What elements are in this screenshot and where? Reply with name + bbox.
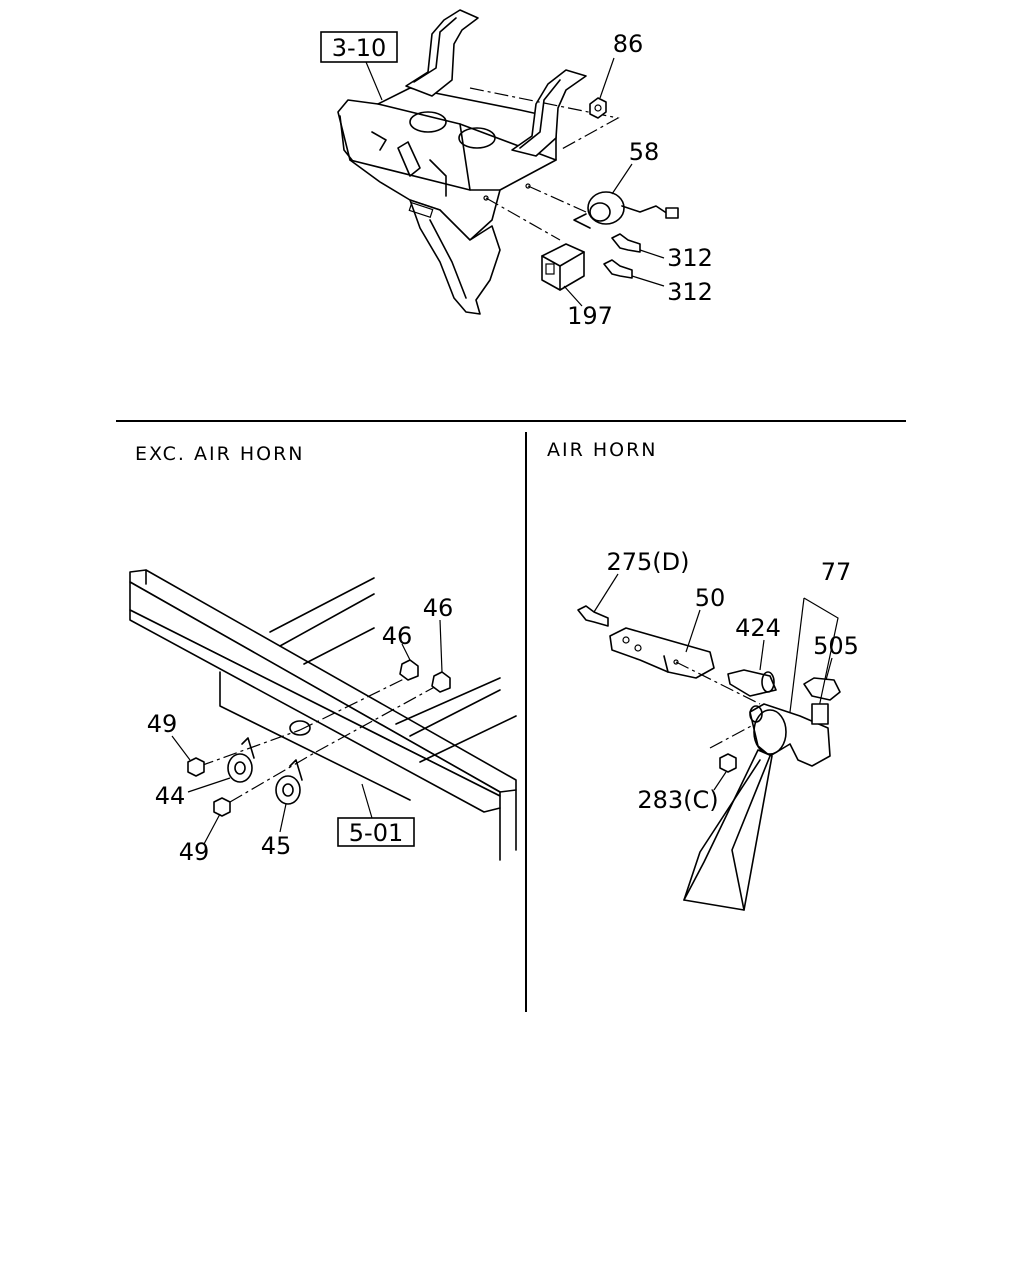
callout-46-left: 46 (382, 622, 413, 650)
part-49-nut-lower: 49 (179, 797, 231, 866)
part-275D-bolt: 275(D) (577, 548, 690, 627)
exc-air-horn-panel: EXC. AIR HORN 4 (129, 443, 517, 866)
air-horn-body (683, 703, 831, 911)
callout-283C: 283(C) (637, 786, 718, 814)
reference-box-3-10: 3-10 (320, 31, 398, 101)
part-283C-nut: 283(C) (637, 753, 737, 814)
part-197-relay: 197 (541, 243, 613, 330)
reference-box-5-01: 5-01 (337, 783, 415, 847)
top-assembly: 3-10 (320, 9, 713, 330)
part-49-nut-upper: 49 (147, 710, 205, 777)
part-46-bolt-right: 46 (423, 594, 454, 693)
frame-bracket (337, 9, 587, 315)
part-424-fitting: 424 (727, 614, 781, 697)
part-312-bolt-upper: 312 (611, 233, 713, 272)
part-50-bracket: 50 (609, 584, 726, 679)
part-45-horn: 45 (261, 759, 303, 860)
callout-58: 58 (629, 138, 660, 166)
part-312-bolt-lower: 312 (603, 259, 713, 306)
callout-312-upper: 312 (667, 244, 713, 272)
reference-label-3-10: 3-10 (332, 34, 386, 62)
part-46-bolt-left: 46 (382, 622, 419, 681)
part-44-horn: 44 (155, 737, 255, 810)
callout-275D: 275(D) (606, 548, 689, 576)
callout-45: 45 (261, 832, 292, 860)
frame-rail (129, 569, 517, 861)
callout-77: 77 (821, 558, 852, 586)
callout-46-right: 46 (423, 594, 454, 622)
callout-424: 424 (735, 614, 781, 642)
reference-label-5-01: 5-01 (349, 819, 403, 847)
section-title-exc-air-horn: EXC. AIR HORN (135, 443, 304, 465)
section-title-air-horn: AIR HORN (547, 439, 658, 461)
callout-44: 44 (155, 782, 186, 810)
part-58-horn: 58 (573, 138, 679, 229)
callout-49-lower: 49 (179, 838, 210, 866)
callout-312-lower: 312 (667, 278, 713, 306)
part-505-elbow: 505 (803, 632, 859, 701)
callout-86: 86 (613, 30, 644, 58)
callout-50: 50 (695, 584, 726, 612)
part-86-nut: 86 (589, 30, 644, 119)
callout-505: 505 (813, 632, 859, 660)
part-77-leader: 77 (789, 558, 852, 713)
callout-49-upper: 49 (147, 710, 178, 738)
air-horn-panel: AIR HORN 275(D) 50 424 (547, 439, 859, 911)
callout-197: 197 (567, 302, 613, 330)
